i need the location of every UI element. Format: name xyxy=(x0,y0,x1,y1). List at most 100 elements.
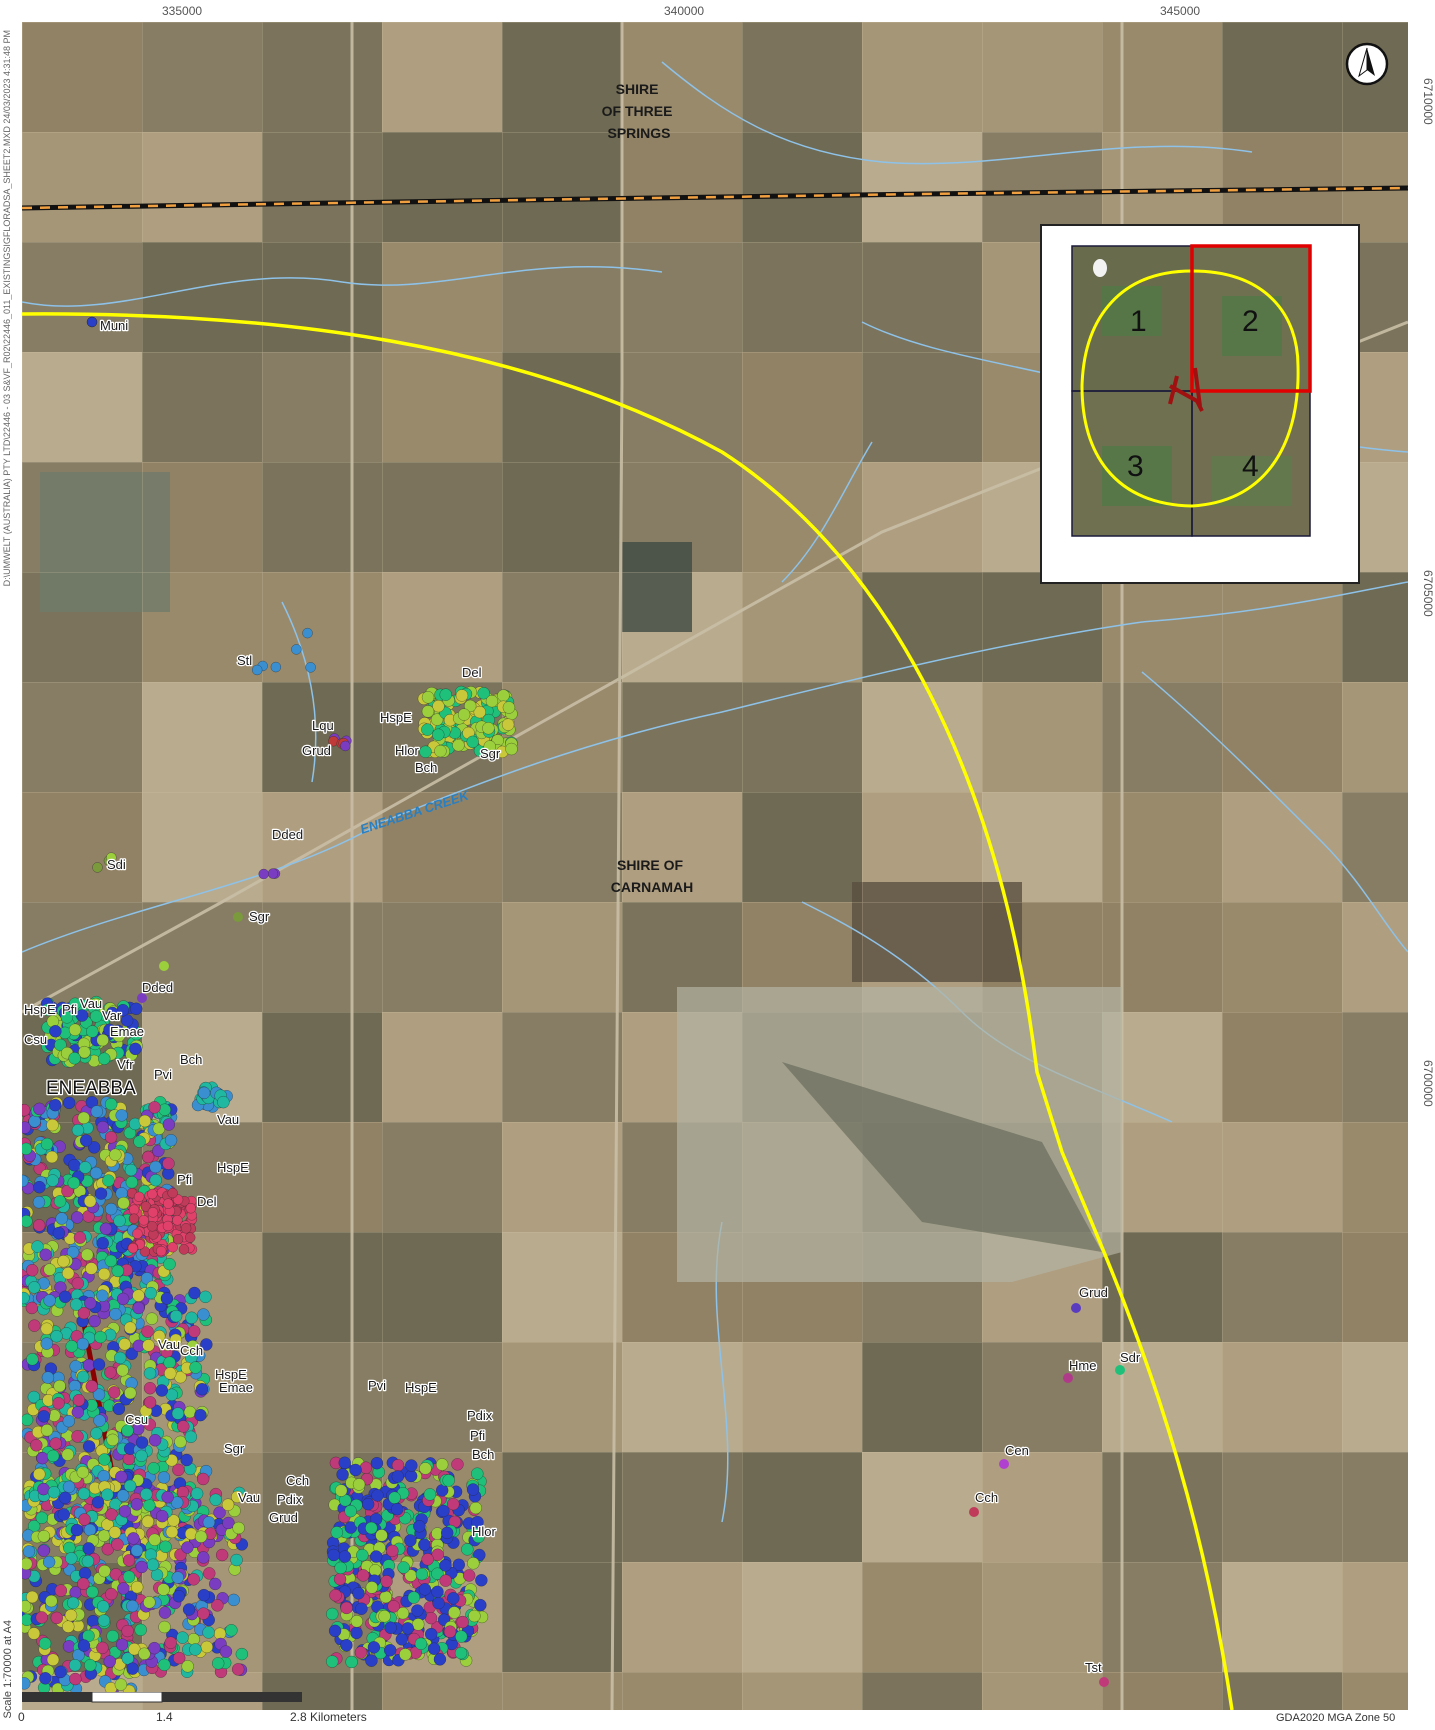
point-label: HspE xyxy=(380,710,412,725)
flora-point xyxy=(55,1212,68,1225)
flora-point xyxy=(22,1545,36,1558)
drainage-line xyxy=(281,601,317,783)
flora-point xyxy=(104,1131,118,1144)
flora-point xyxy=(189,1361,202,1374)
flora-point xyxy=(146,1558,160,1571)
flora-point xyxy=(83,1195,97,1208)
flora-point xyxy=(380,1575,393,1588)
flora-point xyxy=(302,627,313,639)
flora-point xyxy=(104,1366,117,1379)
flora-point xyxy=(355,1602,368,1615)
flora-point xyxy=(163,1356,176,1369)
flora-point xyxy=(421,723,434,736)
flora-point xyxy=(90,1166,103,1180)
flora-point xyxy=(164,1134,178,1147)
flora-point xyxy=(455,1630,468,1643)
flora-point xyxy=(404,1469,418,1483)
point-label: Del xyxy=(462,665,482,680)
flora-point xyxy=(115,1638,129,1651)
flora-point xyxy=(252,664,263,676)
flora-point xyxy=(365,1654,378,1667)
flora-point xyxy=(53,1379,66,1393)
flora-point xyxy=(36,1452,49,1465)
point-label: Csu xyxy=(24,1032,47,1047)
flora-point xyxy=(35,1511,49,1524)
point-label: Cch xyxy=(975,1490,998,1505)
flora-point xyxy=(78,1513,91,1526)
flora-point xyxy=(367,1641,381,1654)
flora-point xyxy=(157,1471,171,1484)
flora-point xyxy=(26,1264,39,1277)
flora-point xyxy=(181,1660,194,1673)
flora-point xyxy=(448,1606,461,1619)
flora-point xyxy=(305,662,316,673)
flora-point xyxy=(99,1222,113,1235)
flora-point xyxy=(143,1396,157,1409)
flora-point xyxy=(134,1191,145,1202)
flora-point xyxy=(37,1482,50,1496)
flora-point xyxy=(28,1281,41,1294)
flora-point xyxy=(189,1643,202,1656)
point-label: Del xyxy=(197,1194,217,1209)
flora-point xyxy=(354,1646,368,1659)
flora-point xyxy=(171,1407,185,1420)
flora-point xyxy=(71,1277,84,1290)
flora-point xyxy=(40,1337,53,1350)
flora-point xyxy=(424,1611,438,1625)
point-label: HspE xyxy=(24,1002,56,1017)
flora-point xyxy=(46,1653,60,1666)
flora-point xyxy=(124,1321,137,1334)
flora-point xyxy=(365,1521,378,1535)
flora-point xyxy=(106,1630,119,1643)
flora-point xyxy=(378,1610,391,1623)
flora-point xyxy=(203,1567,216,1580)
point-label: Pdix xyxy=(277,1492,303,1507)
flora-point xyxy=(71,1123,85,1137)
flora-point xyxy=(415,1568,429,1581)
flora-point xyxy=(148,1533,161,1546)
flora-point xyxy=(47,1486,61,1499)
inset-canvas: 1 2 3 4 xyxy=(1048,232,1352,576)
flora-point xyxy=(336,1468,349,1481)
flora-point xyxy=(132,1289,145,1302)
flora-point xyxy=(22,1103,31,1117)
flora-point xyxy=(46,1118,59,1132)
point-label: Vau xyxy=(238,1490,260,1505)
flora-point xyxy=(85,1380,98,1393)
flora-point xyxy=(148,1434,162,1447)
flora-point xyxy=(65,1340,78,1353)
grid-label-340000: 340000 xyxy=(664,4,705,18)
flora-point xyxy=(88,1314,101,1328)
inset-map[interactable]: 1 2 3 4 xyxy=(1040,224,1360,584)
flora-point xyxy=(475,1574,488,1587)
flora-point xyxy=(52,1226,66,1240)
flora-point xyxy=(22,1174,29,1188)
flora-point xyxy=(45,1150,59,1164)
flora-point xyxy=(423,1488,437,1501)
flora-point xyxy=(327,1548,340,1562)
flora-point xyxy=(501,718,515,731)
grid-label-6700000: 6700000 xyxy=(1421,1060,1435,1107)
point-label: HspE xyxy=(217,1160,249,1175)
flora-point xyxy=(185,1232,196,1243)
flora-point xyxy=(1063,1373,1073,1383)
flora-point xyxy=(212,1657,225,1670)
flora-point xyxy=(68,1159,81,1172)
point-label: Pfi xyxy=(62,1002,77,1017)
flora-point xyxy=(164,1636,177,1649)
flora-point xyxy=(96,1641,109,1655)
flora-point xyxy=(135,1560,148,1574)
flora-point xyxy=(407,1591,420,1604)
flora-point xyxy=(143,1418,156,1431)
flora-point xyxy=(452,739,465,752)
flora-point xyxy=(79,1134,93,1147)
flora-point xyxy=(194,1408,207,1422)
flora-point xyxy=(330,1526,343,1539)
flora-point xyxy=(69,1360,82,1373)
flora-point xyxy=(68,1023,82,1036)
flora-point xyxy=(114,1678,128,1691)
flora-point xyxy=(147,1188,158,1200)
flora-point xyxy=(455,689,469,702)
flora-point xyxy=(109,1568,122,1581)
flora-point xyxy=(457,708,471,721)
